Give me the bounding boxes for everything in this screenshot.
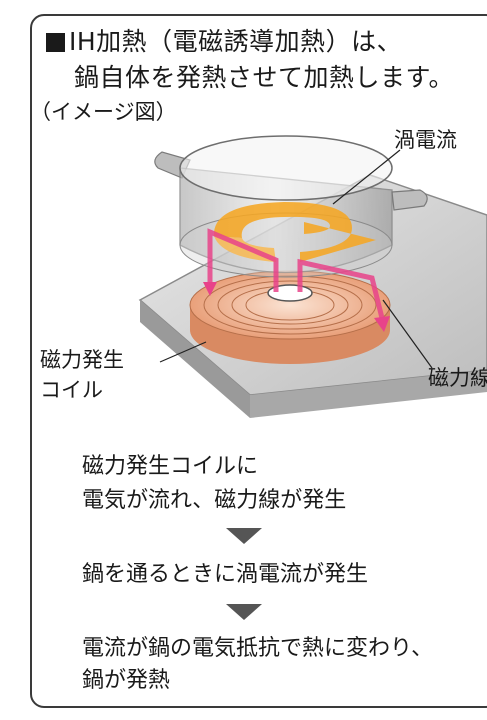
magnetic-field-arrows <box>203 228 390 332</box>
magnetic-coil <box>189 270 391 364</box>
coil-leader-line <box>159 341 207 363</box>
step-1-line-2: 電気が流れ、磁力線が発生 <box>82 488 347 513</box>
coil-label-line-2: コイル <box>40 378 103 402</box>
step-1-line-1: 磁力発生コイルに <box>82 454 259 479</box>
step-arrow-down-icon <box>226 528 262 544</box>
heading-line-1-text: IH加熱（電磁誘導加熱）は、 <box>69 27 403 56</box>
coil-label-line-1: 磁力発生 <box>40 348 124 372</box>
eddy-current-leader-line <box>332 149 401 205</box>
step-3-line-2: 鍋が発熱 <box>82 668 171 693</box>
magnetic-line-label: 磁力線 <box>428 366 487 390</box>
step-2: 鍋を通るときに渦電流が発生 <box>82 562 369 587</box>
step-arrow-down-icon <box>226 604 262 620</box>
image-caption: （イメージ図） <box>30 100 177 124</box>
step-3-line-1: 電流が鍋の電気抵抗で熱に変わり、 <box>82 636 434 661</box>
square-bullet-icon <box>46 33 65 52</box>
eddy-current-label: 渦電流 <box>394 128 457 152</box>
magnetic-line-leader-line <box>382 299 433 369</box>
heading-line-1: IH加熱（電磁誘導加熱）は、 <box>46 26 402 58</box>
diagram-frame <box>30 14 487 708</box>
heading-line-2: 鍋自体を発熱させて加熱します。 <box>74 63 455 92</box>
